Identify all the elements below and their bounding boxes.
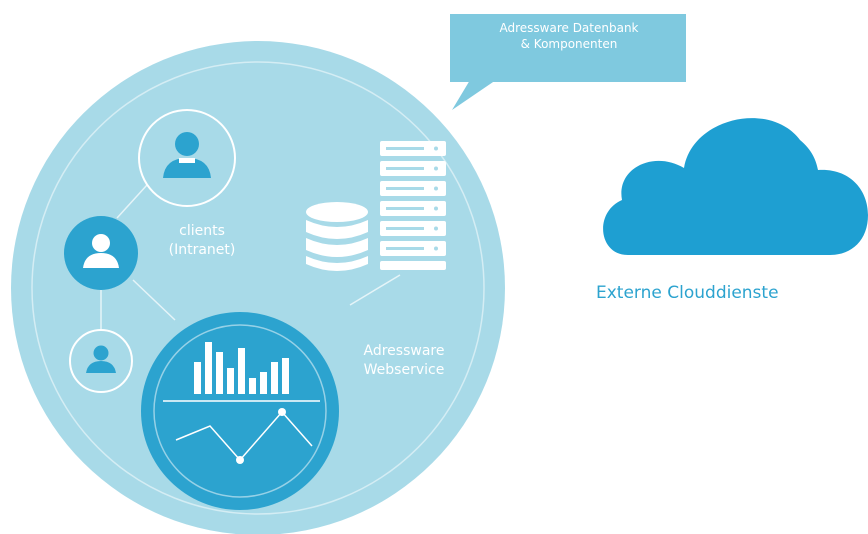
database-icon bbox=[306, 202, 368, 271]
clients-label: clients (Intranet) bbox=[142, 222, 262, 260]
user-icon bbox=[163, 132, 211, 178]
webservice-node bbox=[141, 312, 339, 510]
client-node-top bbox=[138, 109, 236, 207]
callout-label: Adressware Datenbank & Komponenten bbox=[458, 20, 680, 52]
clients-line-2: (Intranet) bbox=[168, 241, 236, 258]
webservice-line-1: Adressware bbox=[363, 343, 445, 359]
line-chart-icon bbox=[175, 408, 313, 464]
clients-line-1: clients bbox=[179, 223, 225, 239]
user-icon bbox=[86, 345, 116, 373]
callout-line-1: Adressware Datenbank bbox=[499, 21, 639, 35]
callout-box bbox=[450, 14, 686, 110]
user-icon bbox=[83, 234, 119, 268]
connector-lines bbox=[100, 161, 583, 330]
callout-line-2: & Komponenten bbox=[520, 37, 618, 52]
cloud-icon bbox=[603, 118, 868, 255]
webservice-line-2: Webservice bbox=[363, 361, 445, 378]
inner-ring bbox=[31, 61, 485, 515]
bar-chart-icon bbox=[194, 342, 289, 394]
webservice-label: Adressware Webservice bbox=[344, 342, 464, 380]
client-node-middle bbox=[64, 216, 138, 290]
client-node-bottom bbox=[69, 329, 133, 393]
server-rack-icon bbox=[380, 141, 446, 270]
cloud-label: Externe Clouddienste bbox=[596, 283, 779, 303]
